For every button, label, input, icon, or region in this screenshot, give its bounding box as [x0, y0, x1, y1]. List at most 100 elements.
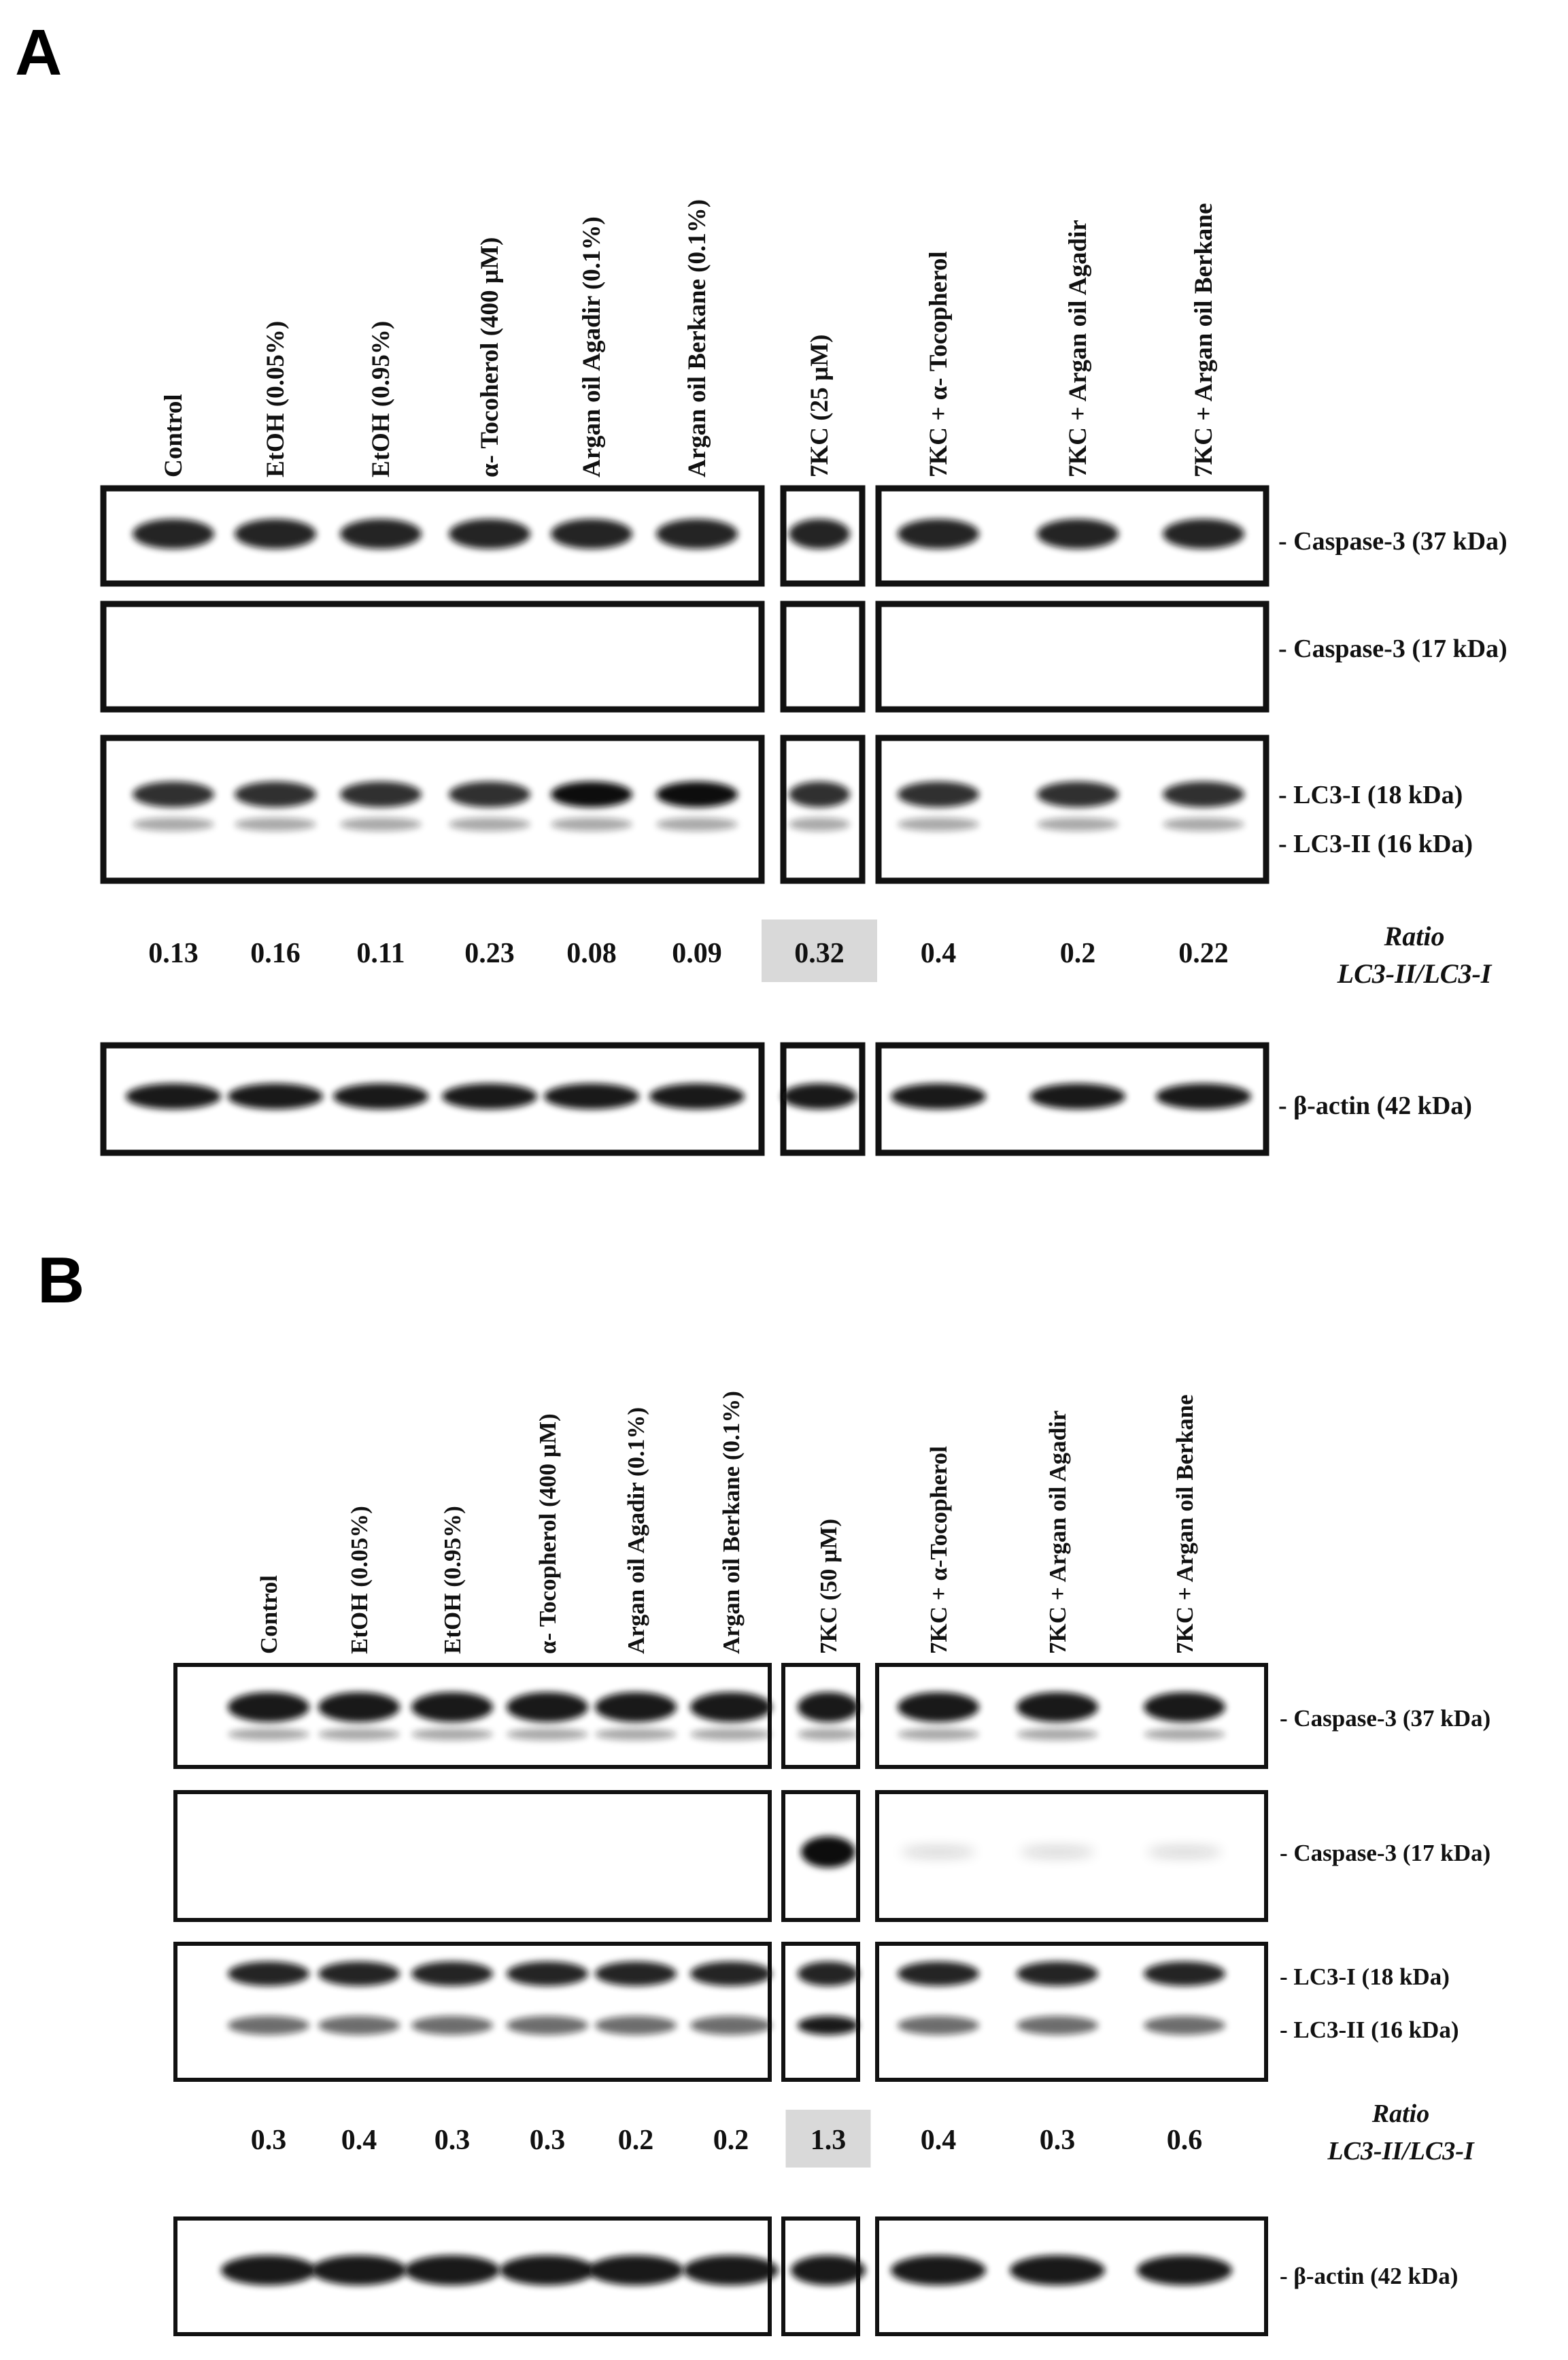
- band-lc3-i: [235, 781, 316, 807]
- blot-frame-actin: [875, 2216, 1268, 2336]
- lane-label: Argan oil Agadir (0.1%): [623, 1407, 649, 1654]
- lane-label: EtOH (0.05%): [346, 1506, 373, 1654]
- marker-label-actin: - β-actin (42 kDa): [1280, 2263, 1458, 2289]
- lane-label: α- Tocoherol (400 µM): [476, 237, 504, 477]
- band-beta-actin: [683, 2255, 779, 2285]
- lane-label: 7KC + Argan oil Berkane: [1172, 1394, 1198, 1654]
- band-lc3-i: [1017, 1961, 1098, 1986]
- marker-label-actin: - β-actin (42 kDa): [1278, 1092, 1472, 1120]
- band-beta-actin: [782, 1083, 857, 1109]
- band-caspase3-37: [1163, 519, 1244, 549]
- ratio-value: 0.4: [921, 938, 957, 969]
- band-beta-actin: [405, 2255, 500, 2285]
- band-caspase3-37: [133, 519, 214, 549]
- band-lc3-ii: [340, 817, 422, 831]
- ratio-value: 0.13: [148, 938, 199, 969]
- blot-frame-casp17: [875, 601, 1269, 713]
- band-beta-actin: [1010, 2255, 1105, 2285]
- band-caspase3-37: [656, 519, 738, 549]
- blot-frame-lc3: [173, 1942, 772, 2082]
- band-caspase3-37: [789, 519, 850, 549]
- band-beta-actin: [126, 1083, 221, 1109]
- band-lc3-ii: [411, 2016, 493, 2035]
- ratio-highlight: [762, 920, 877, 982]
- band-lc3-i: [1144, 1961, 1225, 1986]
- ratio-label: Ratio: [1371, 2100, 1429, 2128]
- band-lc3-ii: [449, 817, 530, 831]
- ratio-value: 0.09: [672, 938, 722, 969]
- band-caspase3-37-lower: [798, 1728, 859, 1740]
- band-beta-actin: [588, 2255, 683, 2285]
- band-caspase3-37-lower: [228, 1728, 309, 1740]
- lane-label: 7KC (25 µM): [806, 335, 834, 477]
- lane-label: Argan oil Agadir (0.1%): [578, 216, 606, 477]
- band-lc3-ii: [898, 817, 979, 831]
- band-lc3-ii: [1017, 2016, 1098, 2035]
- panel-label: B: [37, 1244, 84, 1317]
- ratio-value: 0.4: [341, 2125, 377, 2156]
- band-lc3-i: [449, 781, 530, 807]
- blot-frame-casp17: [781, 1790, 860, 1922]
- band-lc3-ii: [798, 2016, 859, 2035]
- lane-label: Control: [160, 394, 188, 477]
- band-lc3-i: [228, 1961, 309, 1986]
- band-lc3-i: [898, 1961, 979, 1986]
- ratio-value: 0.16: [250, 938, 301, 969]
- band-beta-actin: [1137, 2255, 1232, 2285]
- blot-frame-casp17: [173, 1790, 772, 1922]
- band-lc3-ii: [133, 817, 214, 831]
- lane-label: 7KC + α- Tocopherol: [925, 251, 953, 477]
- band-caspase3-17: [1147, 1847, 1222, 1857]
- blot-frame-lc3: [875, 1942, 1268, 2082]
- lane-label: 7KC (50 µM): [815, 1519, 842, 1654]
- blot-frame-casp37: [875, 485, 1269, 587]
- ratio-value: 1.3: [811, 2125, 847, 2156]
- band-beta-actin: [891, 2255, 986, 2285]
- blot-frame-casp17: [875, 1790, 1268, 1922]
- band-caspase3-17: [901, 1847, 976, 1857]
- marker-label-lc3ii: - LC3-II (16 kDa): [1280, 2017, 1459, 2043]
- lane-label: 7KC + Argan oil Agadir: [1064, 220, 1092, 477]
- lane-label: 7KC + Argan oil Agadir: [1044, 1411, 1071, 1654]
- band-caspase3-37: [690, 1692, 772, 1722]
- blot-frame-lc3: [780, 735, 866, 884]
- band-beta-actin: [221, 2255, 316, 2285]
- band-lc3-i: [595, 1961, 677, 1986]
- band-lc3-i: [551, 781, 632, 807]
- lane-label: Control: [256, 1575, 282, 1654]
- band-caspase3-37: [235, 519, 316, 549]
- band-lc3-ii: [595, 2016, 677, 2035]
- blot-frame-casp37: [173, 1663, 772, 1769]
- band-caspase3-37: [551, 519, 632, 549]
- band-caspase3-37-lower: [595, 1728, 677, 1740]
- ratio-value: 0.23: [464, 938, 515, 969]
- lane-label: α- Tocopherol (400 µM): [534, 1413, 561, 1654]
- band-beta-actin: [1030, 1083, 1125, 1109]
- ratio-value: 0.22: [1178, 938, 1229, 969]
- band-caspase3-37: [898, 519, 979, 549]
- lane-label: 7KC + Argan oil Berkane: [1190, 203, 1218, 477]
- ratio-value: 0.6: [1167, 2125, 1203, 2156]
- band-beta-actin: [500, 2255, 595, 2285]
- blot-frame-casp37: [781, 1663, 860, 1769]
- band-caspase3-17: [801, 1836, 855, 1868]
- band-caspase3-37-lower: [411, 1728, 493, 1740]
- band-caspase3-37: [1037, 519, 1119, 549]
- band-beta-actin: [891, 1083, 986, 1109]
- marker-label-lc3i: - LC3-I (18 kDa): [1278, 781, 1463, 809]
- marker-label-casp37: - Caspase-3 (37 kDa): [1278, 527, 1507, 556]
- panel-label: A: [15, 16, 62, 89]
- marker-label-lc3i: - LC3-I (18 kDa): [1280, 1963, 1450, 1990]
- band-caspase3-37-lower: [690, 1728, 772, 1740]
- band-caspase3-37: [318, 1692, 400, 1722]
- band-lc3-ii: [898, 2016, 979, 2035]
- ratio-value: 0.2: [713, 2125, 749, 2156]
- band-lc3-ii: [1144, 2016, 1225, 2035]
- band-beta-actin: [333, 1083, 428, 1109]
- band-caspase3-37-lower: [1017, 1728, 1098, 1740]
- blot-frame-casp37: [875, 1663, 1268, 1769]
- ratio-label: Ratio: [1384, 921, 1445, 951]
- blot-frame-actin: [100, 1042, 765, 1156]
